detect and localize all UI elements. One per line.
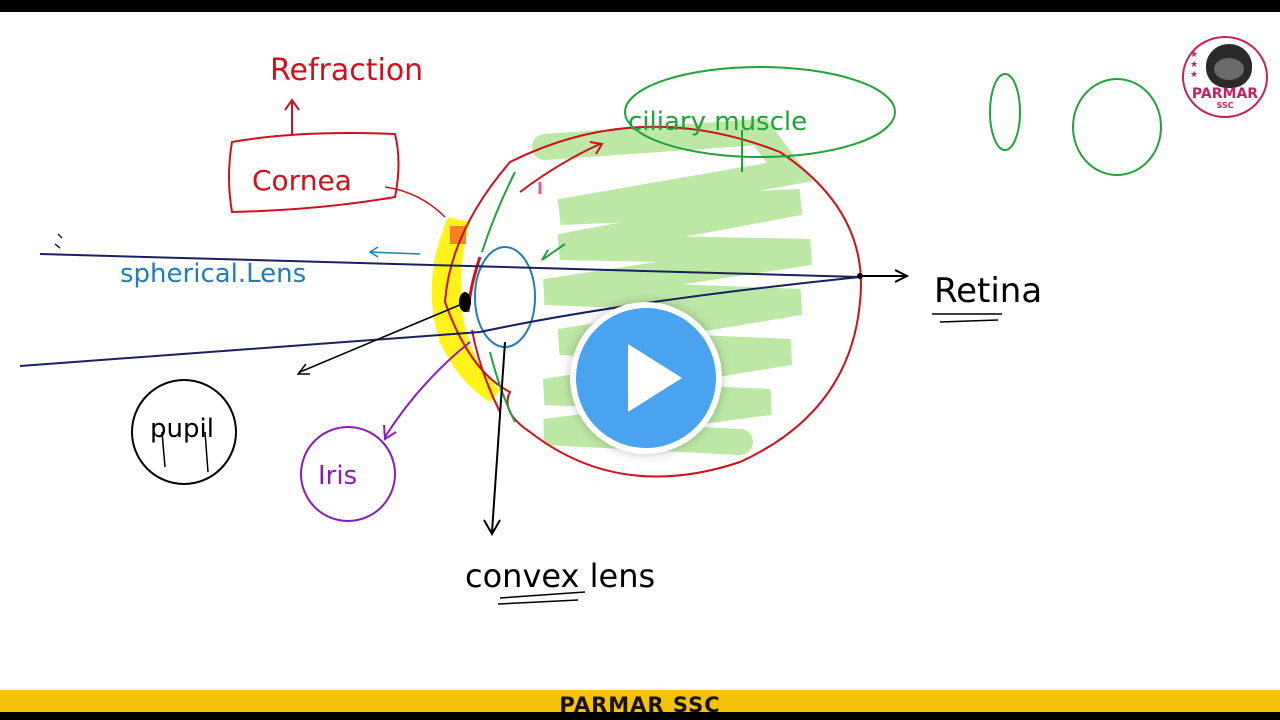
pupil-strokes [161, 431, 209, 473]
play-button[interactable] [570, 302, 722, 454]
channel-name: PARMAR SSC [559, 693, 721, 712]
retina-underline [932, 313, 1002, 323]
spherical-lens-label: spherical.Lens [120, 259, 306, 289]
iris-label: Iris [318, 461, 357, 491]
orange-mark [450, 226, 466, 244]
cornea-box [228, 132, 400, 214]
cornea-label: Cornea [252, 164, 352, 197]
ciliary-line-upper [481, 171, 516, 253]
ciliary-arrow [519, 141, 604, 193]
light-ray-upper [39, 253, 861, 278]
retina-arrow [860, 269, 910, 283]
footer-banner: PARMAR SSC [0, 690, 1280, 712]
iris-circle [300, 426, 396, 522]
convex-underline [497, 591, 586, 605]
ray-tick-mark [54, 233, 63, 249]
green-ellipse-large [1072, 78, 1162, 176]
ciliary-oval [624, 66, 896, 158]
logo-subtitle: SSC [1216, 101, 1234, 110]
eyeball-outline [443, 125, 862, 478]
ciliary-tick [541, 243, 566, 261]
logo-name: PARMAR [1191, 86, 1259, 102]
retina-label: Retina [934, 271, 1042, 311]
pupil-label: pupil [150, 414, 214, 444]
cornea-pointer [384, 186, 446, 218]
pupil-pointer [296, 303, 463, 375]
pupil-circle [131, 379, 237, 485]
lion-logo-icon: ★★★ PARMAR SSC [1182, 36, 1268, 118]
convex-pointer [483, 341, 506, 537]
green-ellipse-small [989, 73, 1021, 151]
bottom-bar [0, 712, 1280, 720]
logo-stars-icon: ★★★ [1190, 50, 1199, 80]
lion-head-icon [1206, 44, 1252, 88]
iris-curve-lower [471, 329, 501, 413]
ciliary-muscle-label: ciliary muscle [628, 107, 807, 137]
focal-point [857, 273, 863, 279]
spherical-pointer [368, 246, 421, 258]
refraction-arrow [284, 98, 300, 134]
play-icon[interactable] [628, 344, 682, 412]
convex-lens-label: convex lens [465, 557, 655, 595]
iris-pointer [383, 341, 471, 441]
pupil-dot [459, 292, 471, 312]
cornea-highlight [431, 217, 500, 402]
whiteboard: Refraction Cornea ciliary muscle spheric… [0, 12, 1280, 690]
refraction-label: Refraction [270, 53, 423, 88]
